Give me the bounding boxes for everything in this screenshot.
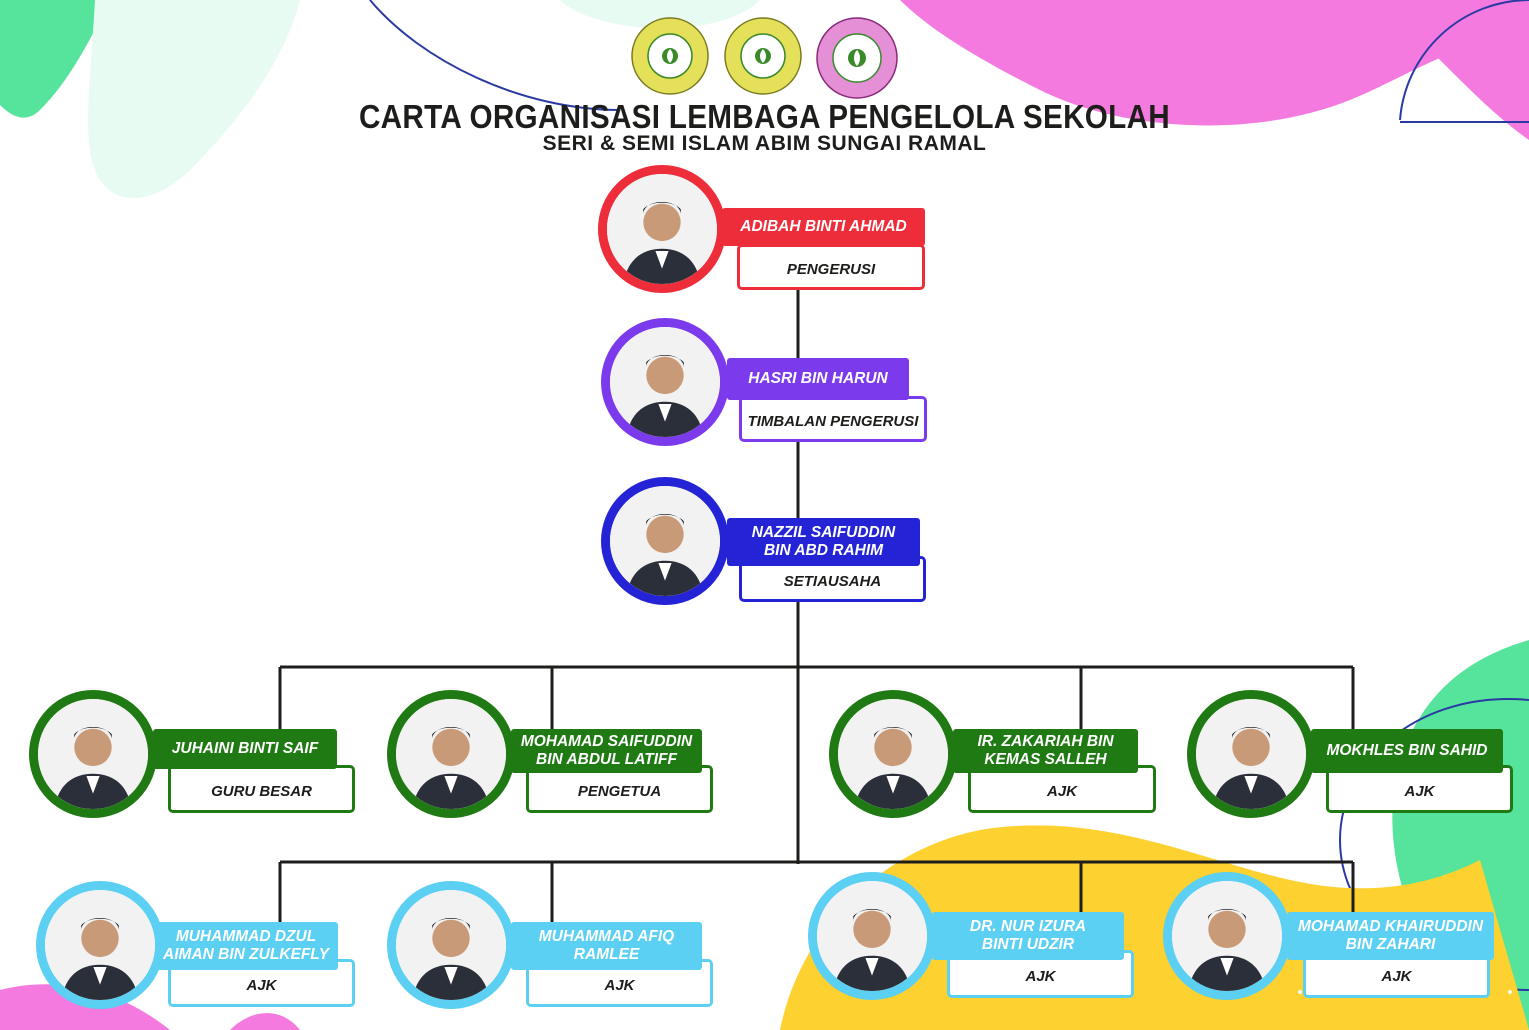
semi-abim-logo (723, 16, 803, 101)
taski-abim-logo (815, 16, 899, 105)
member-photo (598, 165, 726, 293)
avatar-icon (817, 881, 927, 991)
avatar-icon (396, 699, 506, 809)
avatar-icon (1196, 699, 1306, 809)
member-role: PENGETUA (526, 765, 713, 813)
avatar-icon (607, 174, 717, 284)
member-name-line: DR. NUR IZURA (969, 918, 1087, 935)
member-name-line: BIN ZAHARI (1345, 936, 1436, 953)
member-name-line: HASRI BIN HARUN (748, 370, 888, 387)
member-name: MOKHLES BIN SAHID (1311, 729, 1503, 773)
avatar-icon (1172, 881, 1282, 991)
member-photo (29, 690, 157, 818)
member-name: JUHAINI BINTI SAIF (153, 729, 337, 769)
page-title: CARTA ORGANISASI LEMBAGA PENGELOLA SEKOL… (358, 98, 1171, 135)
member-name-line: MOHAMAD SAIFUDDIN (520, 733, 693, 750)
member-role: PENGERUSI (737, 244, 925, 290)
member-photo (36, 881, 164, 1009)
member-role: AJK (1326, 765, 1513, 813)
seri-abim-logo (630, 16, 710, 101)
avatar-icon (838, 699, 948, 809)
page-subtitle: SERI & SEMI ISLAM ABIM SUNGAI RAMAL (542, 132, 987, 155)
member-photo (829, 690, 957, 818)
member-photo (601, 318, 729, 446)
member-name-line: RAMLEE (573, 946, 640, 963)
member-photo (387, 690, 515, 818)
member-photo (601, 477, 729, 605)
avatar-icon (396, 890, 506, 1000)
member-name-line: MUHAMMAD AFIQ (538, 928, 675, 945)
avatar-icon (610, 327, 720, 437)
member-name-line: IR. ZAKARIAH BIN (977, 733, 1114, 750)
member-name-line: ADIBAH BINTI AHMAD (740, 218, 907, 235)
logo-row (0, 16, 1529, 105)
member-name-line: KEMAS SALLEH (984, 751, 1107, 768)
member-name-line: MUHAMMAD DZUL (175, 928, 317, 945)
member-photo (1163, 872, 1291, 1000)
member-role: TIMBALAN PENGERUSI (739, 396, 927, 442)
member-name: ADIBAH BINTI AHMAD (722, 208, 925, 246)
member-photo (808, 872, 936, 1000)
member-name-line: BIN ABD RAHIM (763, 542, 884, 559)
member-name-line: JUHAINI BINTI SAIF (171, 740, 319, 757)
member-photo (1187, 690, 1315, 818)
member-role: GURU BESAR (168, 765, 355, 813)
member-name-line: NAZZIL SAIFUDDIN (751, 524, 896, 541)
member-name-line: AIMAN BIN ZULKEFLY (163, 946, 329, 963)
avatar-icon (45, 890, 155, 1000)
avatar-icon (38, 699, 148, 809)
member-name-line: BIN ABDUL LATIFF (536, 751, 677, 768)
member-name: HASRI BIN HARUN (727, 358, 909, 400)
member-name-line: BINTI UDZIR (981, 936, 1075, 953)
member-photo (387, 881, 515, 1009)
avatar-icon (610, 486, 720, 596)
member-name-line: MOKHLES BIN SAHID (1326, 742, 1488, 759)
member-name-line: MOHAMAD KHAIRUDDIN (1297, 918, 1484, 935)
